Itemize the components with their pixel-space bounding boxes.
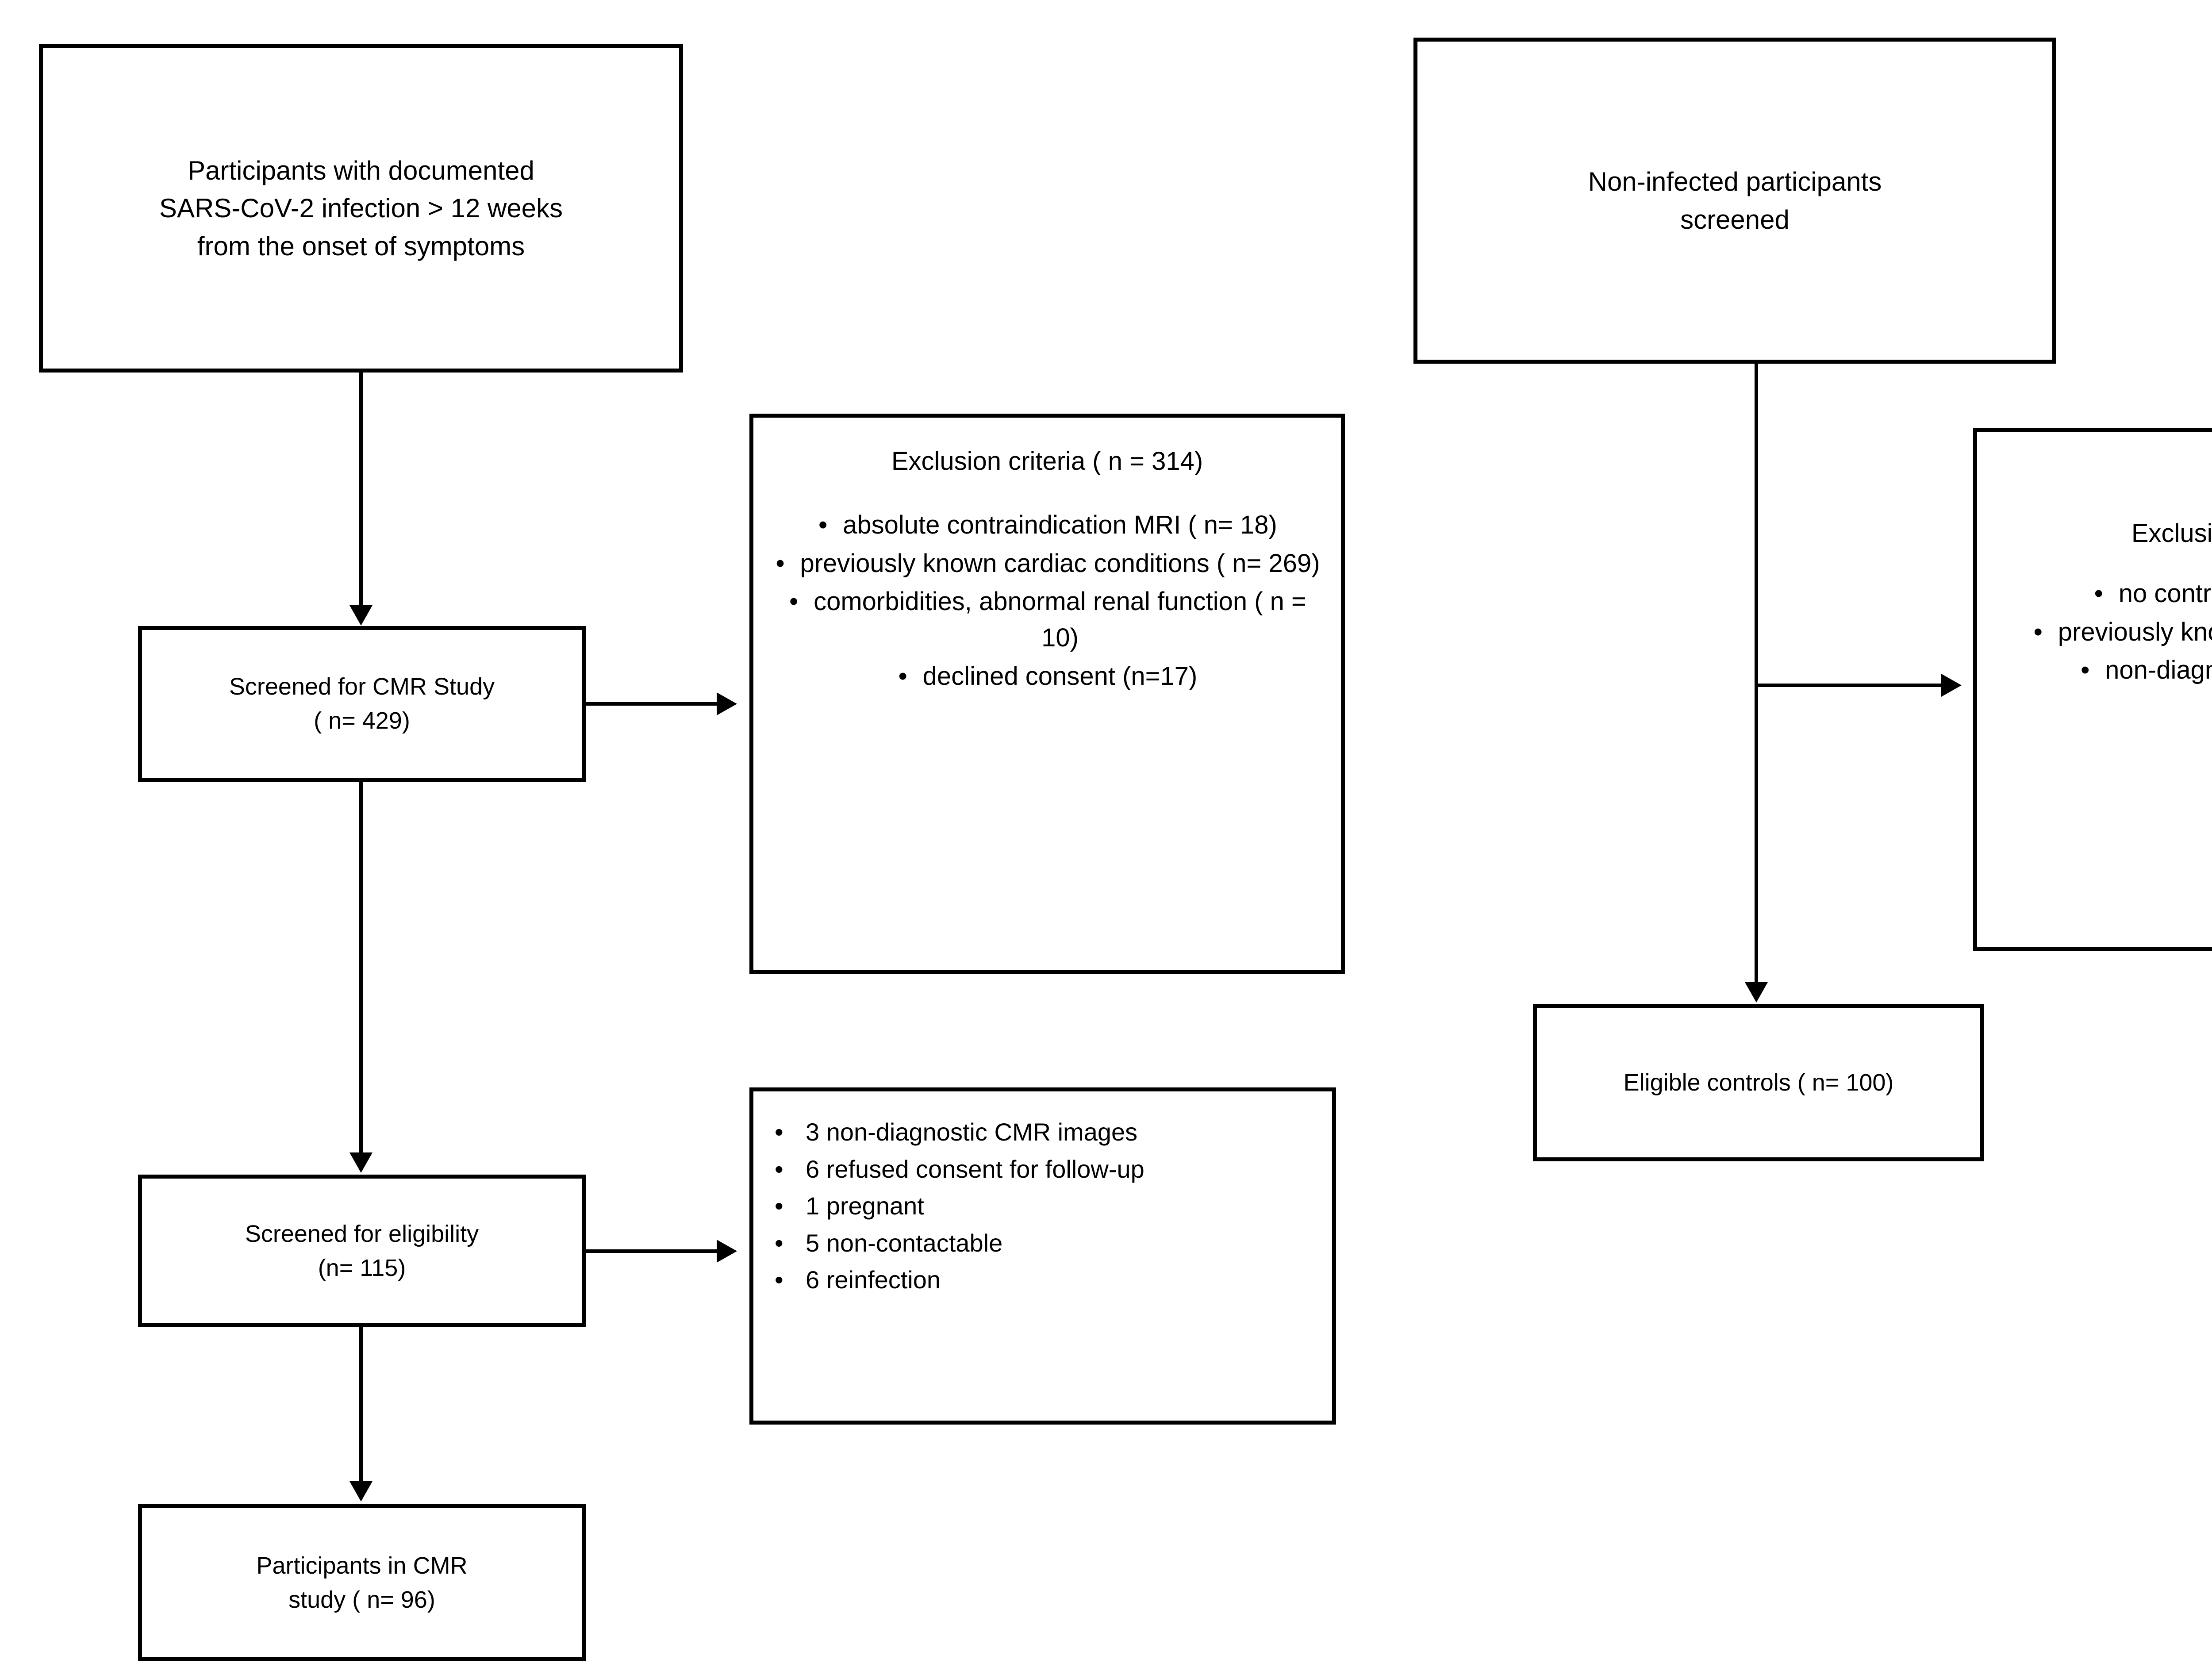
node-eligible-controls: Eligible controls ( n= 100) bbox=[1533, 1004, 1984, 1161]
arrowhead-screened-cmr-to-eligibility bbox=[349, 1152, 373, 1173]
list-item: • previously known cardiac conditions ( n… bbox=[776, 545, 1326, 582]
bullet-icon: • bbox=[775, 1155, 783, 1183]
list-item: • comorbidities, abnormal renal function … bbox=[789, 584, 1326, 657]
node-non-infected-screened: Non-infected participants screened bbox=[1413, 38, 2056, 364]
exclusion-criteria-infected-list: •absolute contraindication MRI ( n= 18) … bbox=[768, 507, 1326, 696]
bullet-icon: • bbox=[818, 511, 828, 540]
list-item-label: previously known cardiac conditions ( n=… bbox=[800, 549, 1320, 578]
arrowhead-screened-cmr-to-exclusion bbox=[717, 692, 737, 715]
node-attrition-reasons: • 3 non-diagnostic CMR images • 6 refused … bbox=[749, 1087, 1336, 1425]
arrowhead-non-infected-to-exclusion bbox=[1941, 674, 1962, 697]
list-item: • 6 refused consent for follow-up bbox=[768, 1152, 1317, 1187]
attrition-reasons-list: • 3 non-diagnostic CMR images • 6 refused … bbox=[768, 1114, 1317, 1299]
list-item-label: 6 reinfection bbox=[806, 1266, 941, 1294]
list-item-label: 3 non-diagnostic CMR images bbox=[806, 1118, 1138, 1146]
connector-eligibility-to-attrition bbox=[585, 1249, 718, 1253]
list-item: • no contrast agent given ( n= 29) bbox=[2020, 576, 2212, 612]
node-screened-for-eligibility: Screened for eligibility (n= 115) bbox=[138, 1175, 586, 1327]
bullet-icon: • bbox=[2081, 656, 2090, 685]
node-non-infected-screened-label: Non-infected participants screened bbox=[1588, 167, 1882, 234]
bullet-icon: • bbox=[898, 661, 907, 691]
list-item-label: declined consent (n=17) bbox=[922, 661, 1198, 691]
bullet-icon: • bbox=[775, 1192, 783, 1220]
list-item: • non-diagnostic CMR images (n=1) bbox=[2020, 652, 2212, 688]
list-item: • 5 non-contactable bbox=[768, 1225, 1317, 1261]
list-item: • declined consent (n=17) bbox=[794, 658, 1326, 695]
node-screened-for-cmr-study-label: Screened for CMR Study ( n= 429) bbox=[229, 673, 495, 734]
bullet-icon: • bbox=[776, 549, 785, 578]
arrowhead-infected-to-screened-cmr bbox=[349, 605, 373, 626]
list-item-label: absolute contraindication MRI ( n= 18) bbox=[843, 511, 1277, 540]
arrowhead-eligibility-to-final bbox=[349, 1481, 373, 1502]
list-item-label: no contrast agent given ( n= 29) bbox=[2118, 579, 2212, 608]
bullet-icon: • bbox=[775, 1266, 783, 1294]
node-infected-participants-label: Participants with documented SARS-CoV-2 … bbox=[159, 156, 563, 261]
connector-infected-to-screened-cmr bbox=[359, 373, 363, 606]
node-screened-for-eligibility-label: Screened for eligibility (n= 115) bbox=[245, 1220, 479, 1281]
bullet-icon: • bbox=[2094, 579, 2103, 608]
arrowhead-eligibility-to-attrition bbox=[717, 1240, 737, 1263]
arrowhead-non-infected-to-controls bbox=[1745, 982, 1768, 1003]
connector-eligibility-to-final bbox=[359, 1327, 363, 1482]
list-item-label: 5 non-contactable bbox=[806, 1229, 1003, 1257]
list-item-label: non-diagnostic CMR images (n=1) bbox=[2105, 656, 2212, 685]
node-screened-for-cmr-study: Screened for CMR Study ( n= 429) bbox=[138, 626, 586, 782]
bullet-icon: • bbox=[789, 587, 799, 616]
list-item-label: 1 pregnant bbox=[806, 1192, 924, 1220]
node-participants-in-cmr-study-label: Participants in CMR study ( n= 96) bbox=[256, 1552, 468, 1613]
connector-screened-cmr-to-exclusion bbox=[585, 702, 718, 706]
list-item-label: comorbidities, abnormal renal function (… bbox=[814, 587, 1306, 653]
list-item-label: 6 refused consent for follow-up bbox=[806, 1155, 1144, 1183]
connector-non-infected-to-controls bbox=[1755, 364, 1758, 983]
list-item: • 1 pregnant bbox=[768, 1188, 1317, 1224]
node-eligible-controls-label: Eligible controls ( n= 100) bbox=[1623, 1069, 1894, 1096]
node-infected-participants: Participants with documented SARS-CoV-2 … bbox=[39, 44, 683, 373]
node-exclusion-criteria-controls: Exclusion criteria ( n = 139) • no contra… bbox=[1973, 428, 2212, 951]
exclusion-criteria-infected-title: Exclusion criteria ( n = 314) bbox=[891, 447, 1203, 476]
list-item-label: previously known cardiac conditions (n=9… bbox=[2058, 617, 2212, 646]
node-exclusion-criteria-infected: Exclusion criteria ( n = 314) • absolute … bbox=[749, 414, 1345, 974]
connector-screened-cmr-to-eligibility bbox=[359, 782, 363, 1153]
list-item: • absolute contraindication MRI ( n= 18) bbox=[794, 507, 1326, 543]
connector-non-infected-to-exclusion bbox=[1755, 684, 1942, 687]
node-participants-in-cmr-study: Participants in CMR study ( n= 96) bbox=[138, 1504, 586, 1661]
list-item: • 3 non-diagnostic CMR images bbox=[768, 1114, 1317, 1150]
exclusion-criteria-controls-title: Exclusion criteria ( n = 139) bbox=[2131, 519, 2212, 548]
list-item: • previously known cardiac conditions (n=… bbox=[2020, 614, 2212, 650]
bullet-icon: • bbox=[775, 1229, 783, 1257]
bullet-icon: • bbox=[2033, 617, 2043, 646]
exclusion-criteria-controls-list: • no contrast agent given ( n= 29) • previ… bbox=[1995, 576, 2212, 690]
list-item: • 6 reinfection bbox=[768, 1262, 1317, 1298]
bullet-icon: • bbox=[775, 1118, 783, 1146]
